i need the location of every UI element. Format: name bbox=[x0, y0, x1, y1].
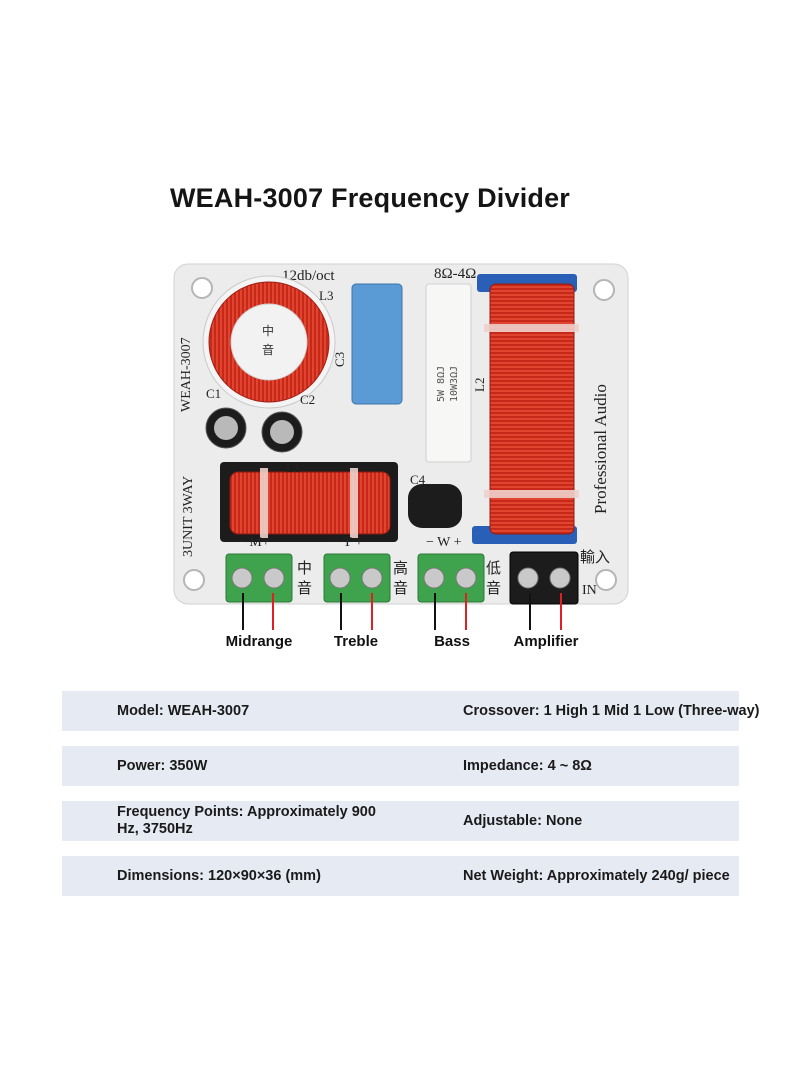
ref-l2: L2 bbox=[472, 378, 487, 392]
capacitor-c3 bbox=[351, 283, 403, 405]
resistor-marking: 5W 8ΩJ bbox=[436, 366, 447, 402]
terminal-midrange: − M+ 中 音 bbox=[225, 535, 312, 603]
resistor-marking-2: 10W3ΩJ bbox=[449, 366, 460, 402]
spec-impedance: Impedance: 4 ~ 8Ω bbox=[463, 757, 592, 774]
page-title: WEAH-3007 Frequency Divider bbox=[169, 183, 571, 213]
model-silkscreen: WEAH-3007 bbox=[179, 337, 194, 412]
ref-c4: C4 bbox=[410, 472, 426, 487]
terminal-bass: − W + 低 音 bbox=[417, 535, 501, 603]
spec-net-weight: Net Weight: Approximately 240g/ piece bbox=[463, 867, 730, 884]
slope-label: 12db/oct bbox=[282, 268, 335, 284]
terminal-label-bottom: 音 bbox=[297, 579, 312, 597]
terminal-label-bottom: 音 bbox=[486, 579, 501, 597]
impedance-label: 8Ω-4Ω bbox=[434, 266, 476, 282]
terminal-treble: − T + 高 音 bbox=[323, 535, 408, 603]
ref-l1: L1 bbox=[286, 460, 300, 475]
ref-c3: C3 bbox=[332, 352, 347, 367]
spec-row: Power: 350W Impedance: 4 ~ 8Ω bbox=[62, 746, 739, 786]
coil-label-top: 中 bbox=[262, 323, 274, 338]
spec-crossover: Crossover: 1 High 1 Mid 1 Low (Three-way… bbox=[463, 702, 760, 719]
spec-model: Model: WEAH-3007 bbox=[117, 702, 250, 719]
terminal-label-top: 低 bbox=[486, 559, 501, 577]
coil-l3: 中 音 bbox=[202, 275, 336, 409]
spec-dimensions: Dimensions: 120×90×36 (mm) bbox=[117, 867, 321, 884]
terminal-amplifier-input: 輸入 IN bbox=[509, 548, 610, 605]
callout-bass: Bass bbox=[434, 633, 470, 650]
terminal-label-top: 高 bbox=[393, 559, 408, 577]
spec-row: Dimensions: 120×90×36 (mm) Net Weight: A… bbox=[62, 856, 739, 896]
terminal-label-top: 中 bbox=[297, 559, 312, 577]
mounting-hole bbox=[595, 569, 617, 591]
callout-treble: Treble bbox=[333, 633, 379, 650]
mounting-hole bbox=[593, 279, 615, 301]
zip-tie bbox=[350, 468, 358, 538]
terminal-label-bottom: 音 bbox=[393, 579, 408, 597]
terminal-label-top: 輸入 bbox=[580, 548, 610, 566]
mounting-hole bbox=[183, 569, 205, 591]
type-silkscreen: 3UNIT 3WAY bbox=[181, 476, 196, 557]
ref-l3: L3 bbox=[319, 288, 333, 303]
zip-tie bbox=[484, 490, 579, 498]
ref-c2: C2 bbox=[300, 392, 315, 407]
terminal-polarity: − T + bbox=[332, 535, 363, 550]
spec-power: Power: 350W bbox=[117, 757, 208, 774]
resistor-block bbox=[425, 283, 472, 463]
zip-tie bbox=[484, 324, 579, 332]
callout-midrange: Midrange bbox=[225, 633, 293, 650]
callout-amplifier: Amplifier bbox=[513, 633, 579, 650]
coil-l2 bbox=[489, 283, 575, 535]
coil-label-bottom: 音 bbox=[262, 342, 274, 357]
capacitor-c4 bbox=[408, 484, 462, 528]
mounting-hole bbox=[191, 277, 213, 299]
crossover-board-photo: 12db/oct 8Ω-4Ω WEAH-3007 3UNIT 3WAY Prof… bbox=[172, 262, 630, 606]
terminal-polarity: − M+ bbox=[238, 535, 270, 550]
terminal-polarity: − W + bbox=[426, 535, 462, 550]
ref-c1: C1 bbox=[206, 386, 221, 401]
spec-frequency-points: Frequency Points: Approximately 900 Hz, … bbox=[117, 804, 376, 837]
zip-tie bbox=[260, 468, 268, 538]
brand-silkscreen: Professional Audio bbox=[591, 384, 610, 514]
spec-row: Model: WEAH-3007 Crossover: 1 High 1 Mid… bbox=[62, 691, 760, 731]
terminal-label-bottom: IN bbox=[582, 583, 597, 598]
spec-row: Frequency Points: Approximately 900 Hz, … bbox=[62, 801, 739, 841]
spec-adjustable: Adjustable: None bbox=[463, 812, 583, 829]
